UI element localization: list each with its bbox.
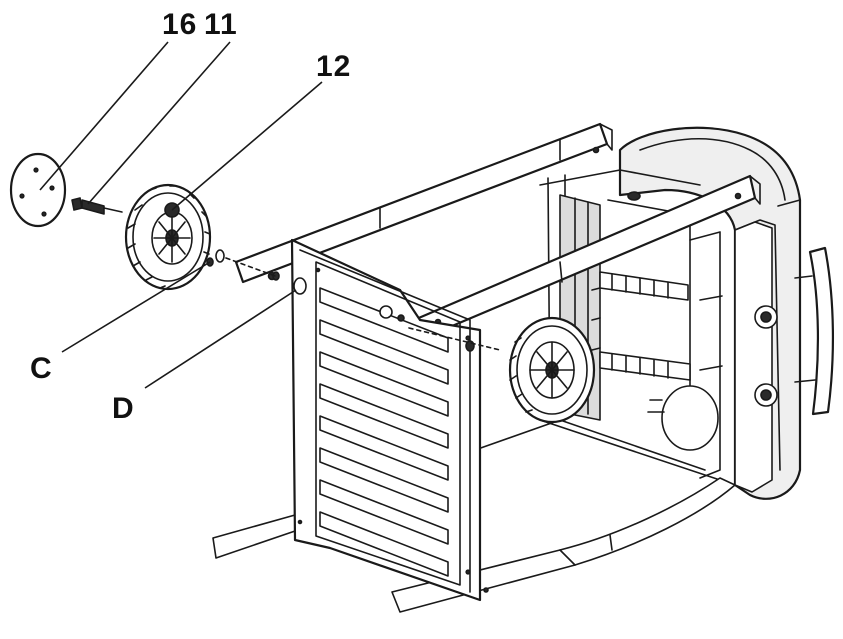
leader-d [144, 289, 297, 389]
label-part-12: 12 [316, 50, 352, 83]
leader-11 [87, 41, 231, 205]
leader-16 [39, 41, 169, 191]
grill-head [618, 126, 835, 500]
leader-c [61, 261, 211, 353]
leader-12 [171, 81, 323, 211]
side-panel [290, 238, 501, 602]
hub-cap-disk [9, 152, 67, 228]
mounted-wheel [508, 316, 719, 451]
label-hardware-d: D [112, 392, 135, 425]
exploded-wheel [124, 183, 212, 291]
label-part-11: 11 [204, 8, 238, 41]
label-hardware-c: C [30, 352, 53, 385]
label-part-16: 16 [162, 8, 198, 41]
leader-lines [39, 41, 323, 389]
